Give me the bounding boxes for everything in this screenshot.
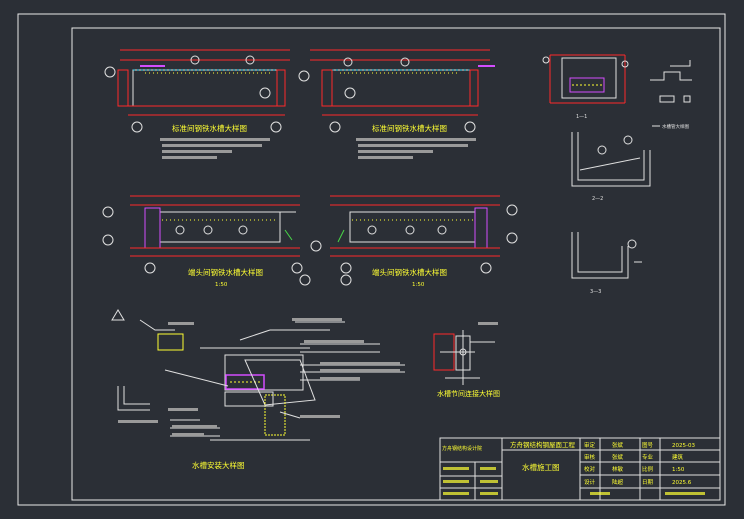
view-2-notes — [356, 138, 476, 159]
view-3-title: 端头间钢铁水槽大样图 — [188, 267, 263, 277]
tb-meta-val-2: 建筑 — [672, 453, 684, 461]
tb-meta-key-3: 比例 — [642, 465, 654, 473]
view-standard-gutter-1 — [104, 49, 290, 133]
tb-meta-key-2: 专业 — [642, 453, 654, 461]
section-1-1-label: 1—1 — [576, 114, 587, 120]
section-3-3 — [571, 232, 642, 279]
tb-name-1: 张斌 — [612, 441, 624, 449]
section-2-2-label: 2—2 — [592, 196, 603, 202]
tb-meta-key-1: 图号 — [642, 441, 654, 449]
view-6-title: 水槽节间连接大样图 — [437, 389, 500, 398]
gutter-body — [132, 69, 278, 107]
view-5-title: 水槽安装大样图 — [192, 460, 245, 470]
section-2-2 — [571, 125, 660, 187]
view-standard-gutter-2 — [298, 49, 495, 133]
view-end-gutter-1 — [102, 195, 311, 286]
section-3-3-label: 3—3 — [590, 289, 601, 295]
view-4-title: 端头间钢铁水槽大样图 — [372, 267, 447, 277]
tb-role-3: 校对 — [584, 465, 596, 473]
title-block-rows: 审定 张斌 审核 张斌 校对 林敏 设计 陆超 图号 2025-03 专业 建筑… — [584, 441, 695, 486]
tb-role-1: 审定 — [584, 441, 596, 449]
tb-name-3: 林敏 — [612, 465, 624, 473]
view-4-subtitle: 1:50 — [412, 282, 425, 288]
design-institute-name: 方舟钢结构设计院 — [442, 445, 482, 452]
gutter-body — [331, 69, 471, 107]
small-bracket-detail — [650, 60, 692, 103]
tb-meta-val-1: 2025-03 — [672, 443, 695, 449]
view-2-title: 标准间钢铁水槽大样图 — [372, 123, 447, 133]
view-3-subtitle: 1:50 — [215, 282, 228, 288]
view-5-callouts — [118, 318, 400, 436]
view-joint-detail — [433, 322, 498, 385]
gutter-detail-label: 水槽管大样图 — [662, 123, 689, 130]
drawing-frame-inner — [71, 27, 721, 501]
tb-meta-val-4: 2025.6 — [672, 480, 692, 486]
tb-name-4: 陆超 — [612, 478, 624, 486]
tb-role-4: 设计 — [584, 478, 596, 486]
project-name: 方舟钢结构钢屋面工程 — [510, 440, 576, 449]
view-end-gutter-2 — [310, 195, 518, 286]
tb-name-2: 张斌 — [612, 453, 624, 461]
drawing-frame-outer — [17, 13, 726, 506]
section-1-1 — [542, 54, 629, 104]
title-block — [439, 437, 721, 501]
view-1-title: 标准间钢铁水槽大样图 — [172, 123, 247, 133]
title-block-left-fields — [443, 467, 705, 495]
tb-meta-val-3: 1:50 — [672, 467, 685, 473]
tb-meta-key-4: 日期 — [642, 479, 654, 486]
drawing-name: 水槽施工图 — [522, 462, 560, 472]
view-1-notes — [160, 138, 270, 159]
tb-role-2: 审核 — [584, 453, 596, 461]
